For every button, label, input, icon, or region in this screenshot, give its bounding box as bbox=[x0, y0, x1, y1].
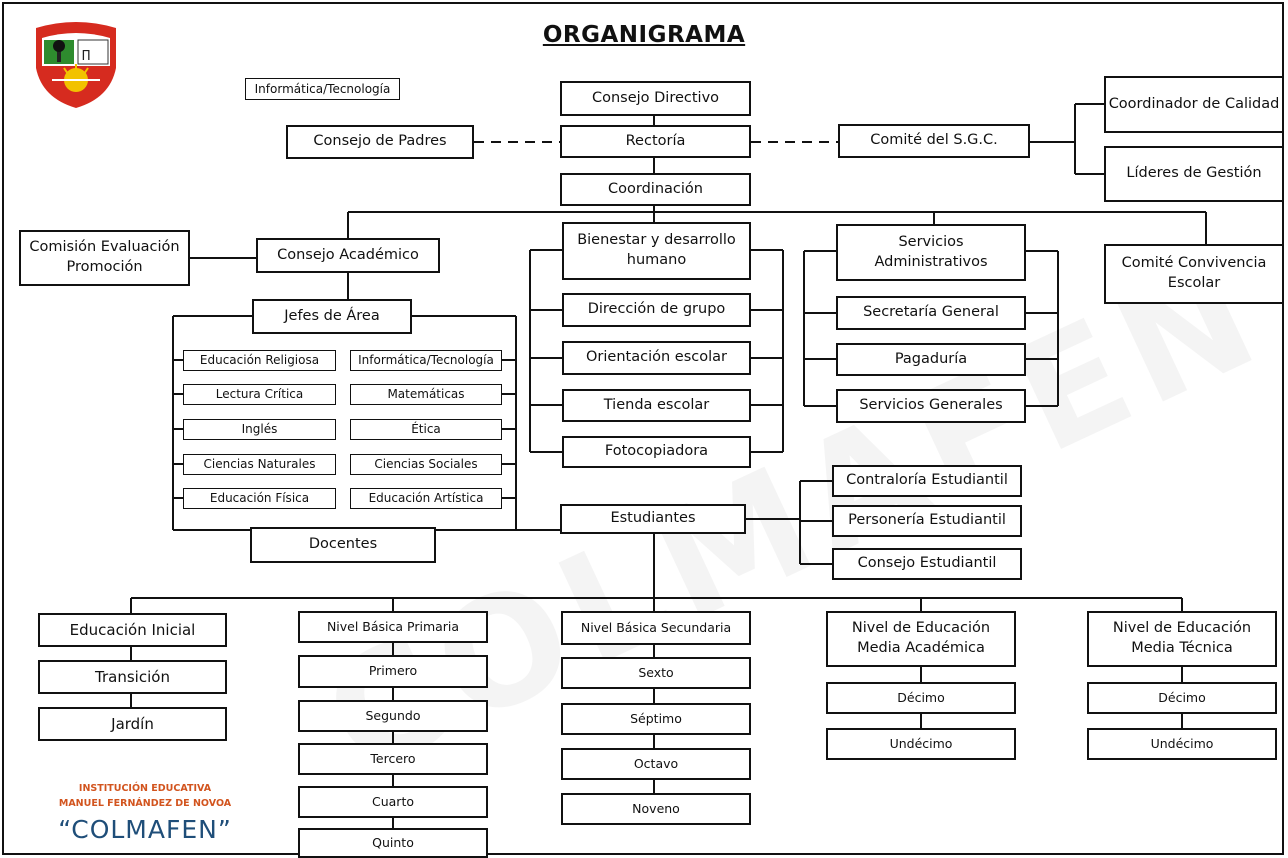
pagaduria-box: Pagaduría bbox=[836, 343, 1026, 376]
grade-octavo: Octavo bbox=[561, 748, 751, 780]
grade-transicion: Transición bbox=[38, 660, 227, 694]
grade-decimo-tecnica: Décimo bbox=[1087, 682, 1277, 714]
grade-undecimo-academica: Undécimo bbox=[826, 728, 1016, 760]
servicios-administrativos-box: Servicios Administrativos bbox=[836, 224, 1026, 281]
grade-undecimo-tecnica: Undécimo bbox=[1087, 728, 1277, 760]
bienestar-box: Bienestar y desarrollo humano bbox=[562, 222, 751, 280]
grade-decimo-academica: Décimo bbox=[826, 682, 1016, 714]
area-etica: Ética bbox=[350, 419, 502, 440]
educacion-inicial-box: Educación Inicial bbox=[38, 613, 227, 647]
personeria-estudiantil-box: Personería Estudiantil bbox=[832, 505, 1022, 537]
grade-cuarto: Cuarto bbox=[298, 786, 488, 818]
comite-convivencia-box: Comité Convivencia Escolar bbox=[1104, 244, 1284, 304]
area-educacion-artistica: Educación Artística bbox=[350, 488, 502, 509]
legend-box: Informática/Tecnología bbox=[245, 78, 400, 100]
grade-jardin: Jardín bbox=[38, 707, 227, 741]
grade-primero: Primero bbox=[298, 655, 488, 688]
grade-septimo: Séptimo bbox=[561, 703, 751, 735]
area-ciencias-sociales: Ciencias Sociales bbox=[350, 454, 502, 475]
coordinacion-box: Coordinación bbox=[560, 173, 751, 206]
grade-segundo: Segundo bbox=[298, 700, 488, 732]
rectoria-box: Rectoría bbox=[560, 125, 751, 158]
tienda-escolar-box: Tienda escolar bbox=[562, 389, 751, 422]
contraloria-estudiantil-box: Contraloría Estudiantil bbox=[832, 465, 1022, 497]
area-educacion-religiosa: Educación Religiosa bbox=[183, 350, 336, 371]
jefes-area-box: Jefes de Área bbox=[252, 299, 412, 334]
area-lectura-critica: Lectura Crítica bbox=[183, 384, 336, 405]
svg-text:∏: ∏ bbox=[82, 48, 90, 61]
secretaria-general-box: Secretaría General bbox=[836, 296, 1026, 330]
grade-noveno: Noveno bbox=[561, 793, 751, 825]
comite-sgc-box: Comité del S.G.C. bbox=[838, 124, 1030, 158]
direccion-grupo-box: Dirección de grupo bbox=[562, 293, 751, 327]
coordinador-calidad-box: Coordinador de Calidad bbox=[1104, 76, 1284, 133]
footer-acronym: “COLMAFEN” bbox=[58, 815, 232, 845]
area-informatica-tecnologia: Informática/Tecnología bbox=[350, 350, 502, 371]
grade-quinto: Quinto bbox=[298, 828, 488, 858]
area-educacion-fisica: Educación Física bbox=[183, 488, 336, 509]
page-title: ORGANIGRAMA bbox=[542, 22, 746, 48]
media-tecnica-box: Nivel de Educación Media Técnica bbox=[1087, 611, 1277, 667]
footer-institution-line: INSTITUCIÓN EDUCATIVA bbox=[78, 783, 212, 794]
media-academica-box: Nivel de Educación Media Académica bbox=[826, 611, 1016, 667]
basica-secundaria-box: Nivel Básica Secundaria bbox=[561, 611, 751, 645]
fotocopiadora-box: Fotocopiadora bbox=[562, 436, 751, 468]
consejo-estudiantil-box: Consejo Estudiantil bbox=[832, 548, 1022, 580]
comision-evaluacion-box: Comisión Evaluación Promoción bbox=[19, 230, 190, 286]
area-ingles: Inglés bbox=[183, 419, 336, 440]
estudiantes-box: Estudiantes bbox=[560, 504, 746, 534]
orientacion-escolar-box: Orientación escolar bbox=[562, 341, 751, 375]
institution-footer: INSTITUCIÓN EDUCATIVA MANUEL FERNÁNDEZ D… bbox=[30, 782, 260, 844]
grade-sexto: Sexto bbox=[561, 657, 751, 689]
docentes-box: Docentes bbox=[250, 527, 436, 563]
footer-name-line: MANUEL FERNÁNDEZ DE NOVOA bbox=[58, 797, 232, 809]
servicios-generales-box: Servicios Generales bbox=[836, 389, 1026, 423]
consejo-academico-box: Consejo Académico bbox=[256, 238, 440, 273]
consejo-directivo-box: Consejo Directivo bbox=[560, 81, 751, 116]
area-ciencias-naturales: Ciencias Naturales bbox=[183, 454, 336, 475]
school-crest-logo: ∏ bbox=[36, 22, 116, 108]
basica-primaria-box: Nivel Básica Primaria bbox=[298, 611, 488, 643]
lideres-gestion-box: Líderes de Gestión bbox=[1104, 146, 1284, 202]
consejo-padres-box: Consejo de Padres bbox=[286, 125, 474, 159]
area-matematicas: Matemáticas bbox=[350, 384, 502, 405]
grade-tercero: Tercero bbox=[298, 743, 488, 775]
